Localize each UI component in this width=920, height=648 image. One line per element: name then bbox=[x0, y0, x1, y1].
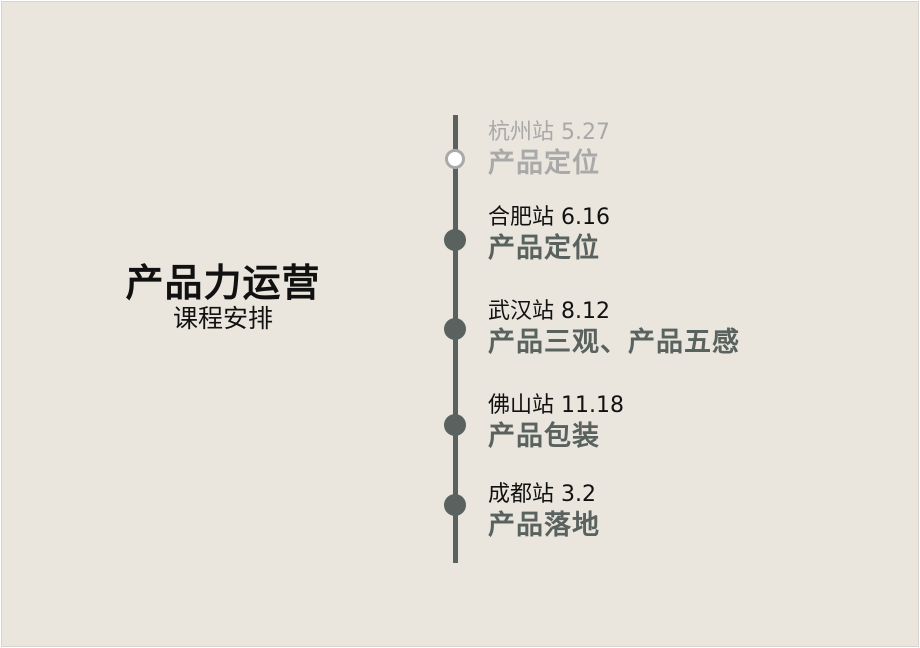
timeline-node-icon bbox=[444, 494, 466, 516]
topic-label: 产品定位 bbox=[488, 148, 600, 179]
topic-label: 产品落地 bbox=[488, 510, 600, 541]
station-label: 成都站 3.2 bbox=[488, 482, 596, 507]
station-label: 武汉站 8.12 bbox=[488, 299, 610, 324]
station-label: 杭州站 5.27 bbox=[488, 120, 610, 145]
timeline-entry: 杭州站 5.27 产品定位 bbox=[488, 119, 610, 181]
timeline-entry: 佛山站 11.18 产品包装 bbox=[488, 392, 624, 454]
station-label: 佛山站 11.18 bbox=[488, 393, 624, 418]
timeline-node-icon bbox=[444, 229, 466, 251]
page-subtitle: 课程安排 bbox=[172, 304, 273, 333]
timeline-node-icon bbox=[444, 318, 466, 340]
topic-label: 产品三观、产品五感 bbox=[488, 327, 740, 358]
timeline-entry: 成都站 3.2 产品落地 bbox=[488, 481, 600, 543]
timeline-node-icon bbox=[444, 414, 466, 436]
timeline-node-completed-icon bbox=[445, 149, 465, 169]
page-title: 产品力运营 bbox=[125, 261, 321, 305]
topic-label: 产品包装 bbox=[488, 421, 600, 452]
title-block: 产品力运营 课程安排 bbox=[101, 259, 345, 335]
station-label: 合肥站 6.16 bbox=[488, 205, 610, 230]
timeline-entry: 合肥站 6.16 产品定位 bbox=[488, 204, 610, 266]
topic-label: 产品定位 bbox=[488, 233, 600, 264]
timeline-entry: 武汉站 8.12 产品三观、产品五感 bbox=[488, 298, 740, 360]
